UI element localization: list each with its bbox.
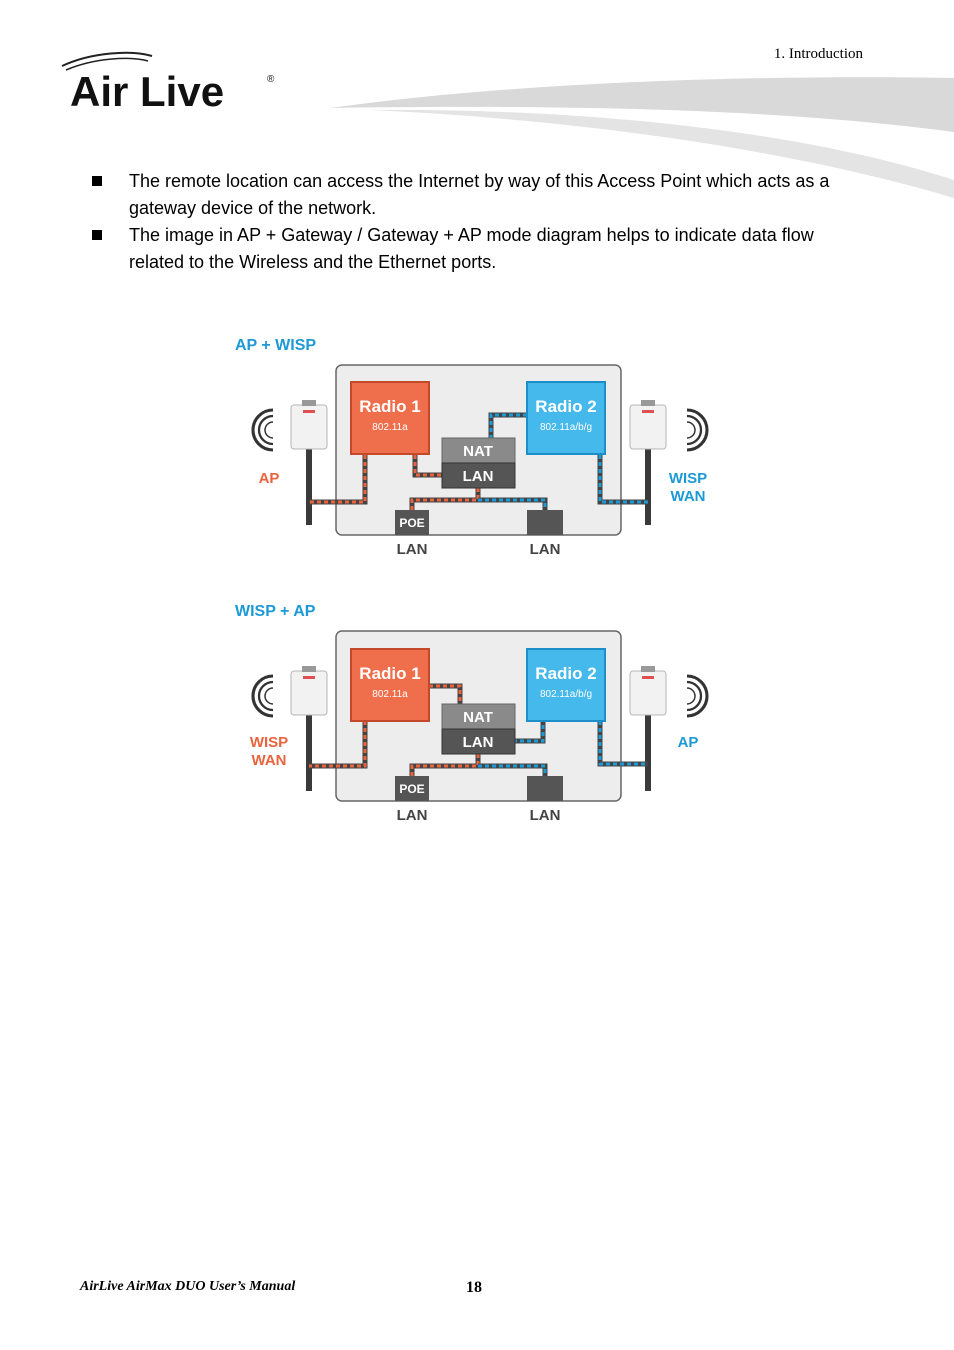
wave-arc [264, 687, 274, 705]
radio2-block [526, 648, 606, 722]
wave-arc [686, 674, 709, 718]
antenna-cap [641, 400, 655, 406]
lan-block [441, 728, 516, 755]
data-flow-line [489, 413, 527, 438]
bullet-list: The remote location can access the Inter… [92, 168, 872, 276]
radio1-standard: 802.11a [372, 422, 408, 433]
right-mode-label: WAN [671, 488, 706, 505]
radio1-block [350, 381, 430, 455]
poe-label: POE [399, 516, 424, 530]
radio2-label: Radio 2 [535, 664, 596, 683]
radio2-label: Radio 2 [535, 397, 596, 416]
pole [645, 445, 651, 525]
left-antenna [290, 400, 328, 525]
diagram-svg: AP + WISP Radio 1 802.11a Radio 2 802.11a/b/… [235, 337, 709, 558]
section-reference: 1. Introduction [773, 46, 863, 62]
diagram-title: AP + WISP [235, 337, 316, 354]
antenna-led [642, 676, 654, 679]
data-flow-line [413, 455, 442, 477]
poe-port [395, 776, 429, 801]
right-wifi-signal-icon [686, 408, 709, 452]
bullet-text: The remote location can access the Inter… [129, 171, 830, 218]
right-antenna [629, 400, 667, 525]
left-wifi-signal-icon [251, 408, 274, 452]
right-wifi-signal-icon [686, 674, 709, 718]
antenna-cap [302, 400, 316, 406]
nat-label: NAT [463, 709, 493, 726]
logo-text: Air Live [70, 68, 224, 115]
radio1-label: Radio 1 [359, 664, 420, 683]
wave-arc [686, 421, 696, 439]
logo-mark: ® [267, 74, 275, 85]
poe-port [395, 510, 429, 535]
wave-arc [257, 680, 274, 712]
poe-label: POE [399, 782, 424, 796]
bullet-square-icon [92, 230, 102, 240]
data-flow-line [478, 764, 547, 776]
wave-arc [257, 414, 274, 446]
header-swoosh [330, 77, 954, 198]
port-left-label: LAN [397, 807, 428, 824]
bullet-item: The image in AP + Gateway / Gateway + AP… [92, 222, 872, 276]
right-mode-label: WISP [669, 470, 707, 487]
wave-arc [686, 414, 703, 446]
wave-arc [686, 687, 696, 705]
diagram-title: WISP + AP [235, 603, 316, 620]
radio2-standard: 802.11a/b/g [540, 422, 592, 433]
data-flow-line [410, 754, 480, 776]
radio1-block [350, 648, 430, 722]
nat-block [441, 703, 516, 730]
data-flow-line [410, 488, 480, 510]
left-mode-label: AP [259, 470, 280, 487]
wave-arc [251, 674, 274, 718]
antenna-cap [641, 666, 655, 672]
diagram-ap-wisp: AP + WISP Radio 1 802.11a Radio 2 802.11a/b/… [225, 330, 735, 570]
footer-manual-title: AirLive AirMax DUO User’s Manual [80, 1279, 296, 1294]
right-antenna [629, 666, 667, 791]
bullet-text: The image in AP + Gateway / Gateway + AP… [129, 225, 814, 272]
pole [306, 445, 312, 525]
right-mode-label: AP [678, 734, 699, 751]
radio1-standard: 802.11a [372, 689, 408, 700]
antenna-led [303, 410, 315, 413]
wave-arc [686, 408, 709, 452]
port-right-label: LAN [530, 541, 561, 558]
data-flow-line [309, 721, 367, 768]
antenna-led [303, 676, 315, 679]
bullet-item: The remote location can access the Inter… [92, 168, 872, 222]
wave-arc [686, 680, 703, 712]
data-flow-line [309, 455, 367, 504]
lan-block-label: LAN [463, 734, 494, 751]
diagram-wisp-ap: WISP + AP Radio 1 802.11a Radio 2 802.11a/b/… [225, 596, 735, 836]
pole [306, 711, 312, 791]
left-antenna [290, 666, 328, 791]
radio2-standard: 802.11a/b/g [540, 689, 592, 700]
airlive-logo: Air Live ® [52, 48, 282, 118]
radio2-block [526, 381, 606, 455]
bullet-square-icon [92, 176, 102, 186]
antenna-cap [302, 666, 316, 672]
lan-port [527, 776, 563, 801]
nat-label: NAT [463, 443, 493, 460]
lan-block [441, 462, 516, 489]
wave-arc [264, 421, 274, 439]
footer-page-number: 18 [466, 1279, 482, 1296]
diagram-svg: WISP + AP Radio 1 802.11a Radio 2 802.11a/b/… [235, 603, 709, 824]
port-right-label: LAN [530, 807, 561, 824]
pole [645, 711, 651, 791]
left-mode-label: WAN [252, 752, 287, 769]
wave-arc [251, 408, 274, 452]
data-flow-line [598, 455, 648, 504]
data-flow-line [598, 721, 648, 766]
radio1-label: Radio 1 [359, 397, 420, 416]
lan-block-label: LAN [463, 468, 494, 485]
data-flow-line [478, 498, 547, 510]
antenna-led [642, 410, 654, 413]
left-wifi-signal-icon [251, 674, 274, 718]
port-left-label: LAN [397, 541, 428, 558]
left-mode-label: WISP [250, 734, 288, 751]
lan-port [527, 510, 563, 535]
